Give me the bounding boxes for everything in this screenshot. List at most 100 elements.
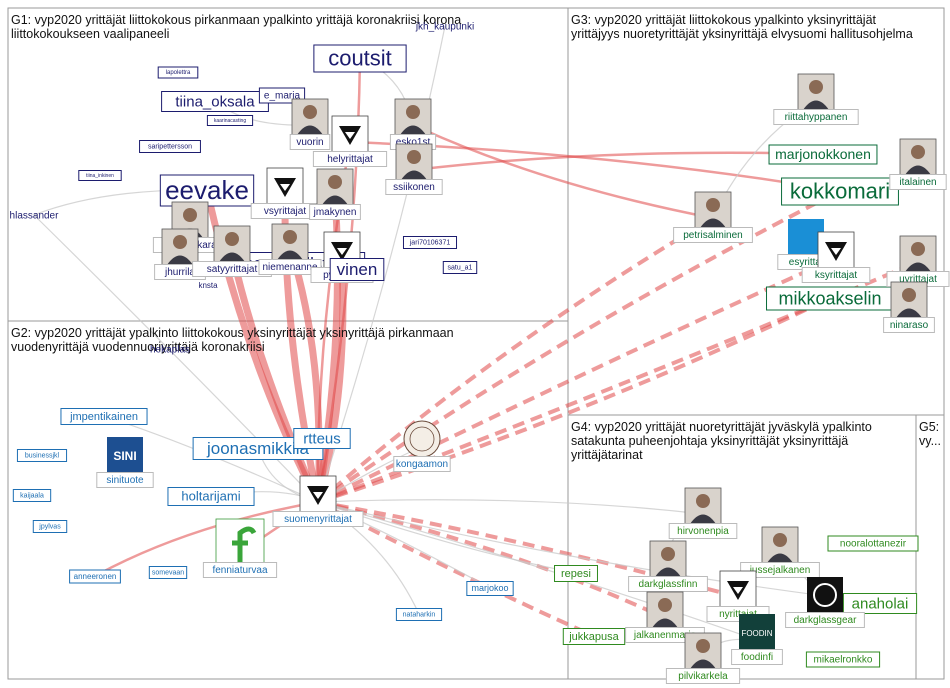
node-jmakynen[interactable]: jmakynen [309, 168, 361, 220]
node-hekaplas[interactable]: hekaplas [150, 345, 190, 356]
node-picture[interactable] [161, 228, 199, 266]
node-holtarijami[interactable]: holtarijami [167, 487, 255, 506]
node-ksyrittajat[interactable]: ksyrittajat [801, 231, 871, 283]
node-italainen[interactable]: italainen [889, 138, 947, 190]
node-kaijaala[interactable]: kaijaala [12, 489, 52, 502]
node-picture[interactable] [403, 420, 441, 458]
node-picture[interactable] [684, 632, 722, 670]
node-picture[interactable] [646, 591, 684, 629]
node-kokkomari[interactable]: kokkomari [781, 177, 899, 206]
node-riittahyppanen[interactable]: riittahyppanen [773, 73, 859, 125]
node-eevake[interactable]: eevake [159, 174, 255, 207]
node-niemenanne[interactable]: niemenanne [258, 223, 322, 275]
node-picture[interactable]: FOODIN [739, 614, 775, 650]
node-picture[interactable]: SINI [107, 437, 143, 473]
node-vsyrittajat[interactable]: vsyrittajat [250, 167, 320, 219]
node-ninaraso[interactable]: ninaraso [883, 281, 935, 333]
node-marjonokkonen[interactable]: marjonokkonen [768, 144, 878, 165]
node-knsta[interactable]: knsta [198, 281, 218, 290]
node-picture[interactable] [761, 526, 799, 564]
node-suomenyrittajat[interactable]: suomenyrittajat [272, 475, 364, 527]
node-picture[interactable] [817, 231, 855, 269]
node-label-box [78, 170, 122, 181]
node-picture[interactable] [684, 487, 722, 525]
node-picture[interactable] [394, 98, 432, 136]
node-esko1st[interactable]: esko1st [389, 98, 437, 150]
node-label-box [731, 649, 783, 665]
node-tiina_oksala[interactable]: tiina_oksala [161, 91, 269, 112]
node-jhurrila[interactable]: jhurrila [154, 228, 206, 280]
node-picture[interactable] [266, 167, 304, 205]
node-petrisalminen[interactable]: petrisalminen [673, 191, 753, 243]
node-label-jkh_kaupunki: jkh_kaupunki [415, 22, 474, 33]
node-somevaan[interactable]: somevaan [148, 566, 188, 579]
node-businessjkl[interactable]: businessjkl [16, 449, 68, 462]
node-picture[interactable] [807, 577, 843, 613]
node-label-rtteus: rtteus [303, 430, 341, 447]
node-picture[interactable] [316, 168, 354, 206]
edge-satyyrittajat-suomenyrittajat [228, 251, 322, 504]
node-lapolettra[interactable]: lapolettra [157, 66, 199, 79]
node-label-anneeronen: anneeronen [74, 572, 117, 581]
node-satu_a1[interactable]: satu_a1 [442, 261, 478, 274]
node-jkh_kaupunki[interactable]: jkh_kaupunki [415, 22, 474, 33]
node-darkglassgear[interactable]: darkglassgear [785, 577, 865, 628]
node-helyrittajat[interactable]: helyrittajat [312, 115, 388, 167]
node-kaarinacasting[interactable]: kaarinacasting [206, 115, 254, 126]
node-mikkoakselin[interactable]: mikkoakselin [766, 286, 894, 311]
node-jmpentikainen[interactable]: jmpentikainen [60, 408, 148, 425]
node-tiina_inkinen[interactable]: tiina_inkinen [78, 170, 122, 181]
node-label-darkglassfinn: darkglassfinn [639, 579, 698, 590]
node-picture[interactable] [215, 518, 265, 568]
node-nataharkin[interactable]: nataharkin [395, 608, 443, 621]
node-label-e_maria: e_maria [264, 91, 301, 102]
node-jpylvas[interactable]: jpylvas [32, 520, 68, 533]
node-coutsit[interactable]: coutsit [313, 44, 407, 73]
node-picture[interactable] [719, 570, 757, 608]
node-mikaelronkko[interactable]: mikaelronkko [805, 651, 881, 668]
node-picture[interactable] [271, 223, 309, 261]
node-label-kongaamon: kongaamon [396, 459, 448, 470]
node-marjokoo[interactable]: marjokoo [466, 581, 514, 596]
node-label-repesi: repesi [561, 568, 591, 580]
node-jukkapusa[interactable]: jukkapusa [562, 628, 626, 645]
node-label-marjonokkonen: marjonokkonen [775, 146, 871, 162]
node-fenniaturvaa[interactable]: fenniaturvaa [202, 518, 278, 578]
node-picture[interactable] [291, 98, 329, 136]
node-joonasmikkila[interactable]: joonasmikkila [192, 437, 324, 460]
node-vuorin[interactable]: vuorin [289, 98, 331, 150]
node-anaholai[interactable]: anaholai [842, 593, 918, 614]
node-picture[interactable] [899, 235, 937, 273]
node-picture[interactable] [213, 225, 251, 263]
node-picture[interactable] [649, 540, 687, 578]
node-picture[interactable] [299, 475, 337, 513]
node-jari70106371[interactable]: jari70106371 [402, 236, 458, 249]
node-picture[interactable] [331, 115, 369, 153]
node-kongaamon[interactable]: kongaamon [393, 420, 451, 472]
node-rtteus[interactable]: rtteus [293, 428, 351, 449]
node-picture[interactable] [899, 138, 937, 176]
node-label-box [312, 151, 388, 167]
node-repesi[interactable]: repesi [554, 565, 598, 582]
node-picture[interactable] [694, 191, 732, 229]
node-picture[interactable] [395, 143, 433, 181]
node-darkglassfinn[interactable]: darkglassfinn [628, 540, 708, 592]
node-jussejalkanen[interactable]: jussejalkanen [740, 526, 820, 578]
node-hirvonenpia[interactable]: hirvonenpia [668, 487, 738, 539]
node-vinen[interactable]: vinen [329, 258, 385, 281]
node-label-holtarijami: holtarijami [181, 489, 240, 504]
node-anneeronen[interactable]: anneeronen [69, 569, 121, 584]
node-nooralottanezir[interactable]: nooralottanezir [827, 535, 919, 552]
node-label-nyrittajat: nyrittajat [719, 609, 757, 620]
node-uyrittajat[interactable]: uyrittajat [886, 235, 950, 287]
node-saripettersson[interactable]: saripettersson [139, 140, 201, 153]
node-nyrittajat[interactable]: nyrittajat [706, 570, 770, 622]
node-ssiikonen[interactable]: ssiikonen [385, 143, 443, 195]
node-picture[interactable] [890, 281, 928, 319]
panel-title-g4-line-2: yrittäjätarinat [571, 448, 643, 462]
node-pilvikarkela[interactable]: pilvikarkela [665, 632, 741, 684]
node-hlassander[interactable]: hlassander [10, 211, 60, 222]
node-picture[interactable] [797, 73, 835, 111]
